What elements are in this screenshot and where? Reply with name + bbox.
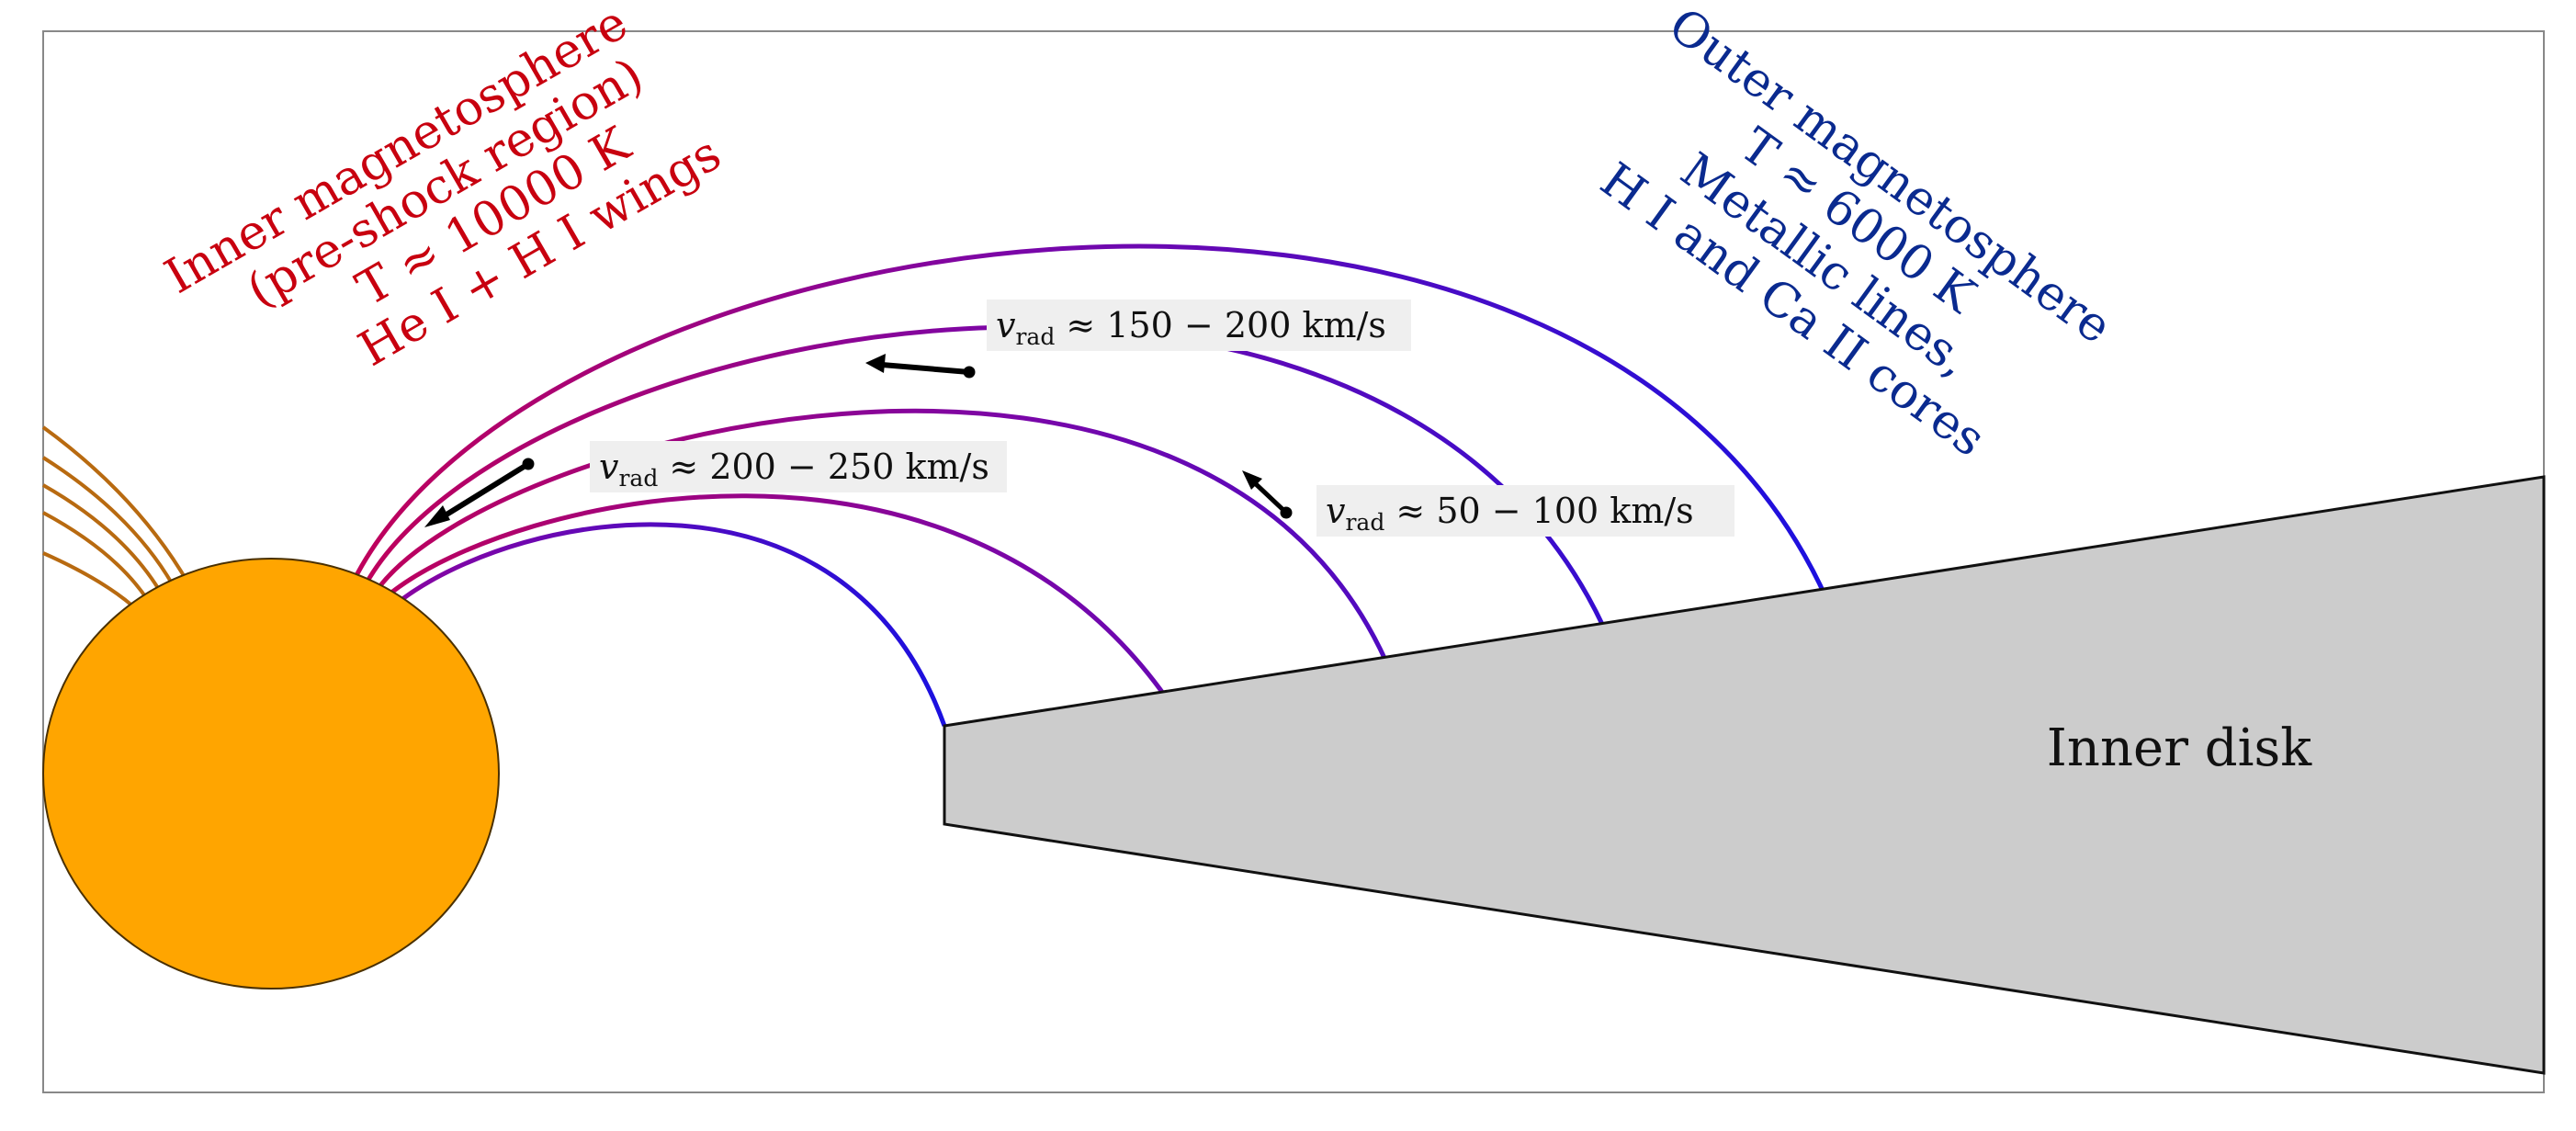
open-field-lines bbox=[41, 425, 190, 608]
field-lines bbox=[351, 243, 1832, 727]
outer-magnetosphere-label: Outer magnetosphere T ≈ 6000 K Metallic … bbox=[1590, 0, 2121, 468]
velocity-arrow-top bbox=[865, 354, 976, 379]
svg-text:vrad ≈ 200 − 250 km/s: vrad ≈ 200 − 250 km/s bbox=[599, 447, 989, 492]
velocity-label-right: vrad ≈ 50 − 100 km/s bbox=[1316, 485, 1734, 537]
svg-text:vrad ≈ 50 − 100 km/s: vrad ≈ 50 − 100 km/s bbox=[1326, 491, 1694, 536]
inner-disk bbox=[943, 475, 2546, 1075]
field-line-2 bbox=[390, 493, 1171, 703]
field-line-4 bbox=[363, 324, 1612, 641]
field-line-1 bbox=[401, 522, 947, 727]
field-line-5 bbox=[351, 243, 1832, 606]
velocity-label-top: vrad ≈ 150 − 200 km/s bbox=[987, 300, 1411, 351]
velocity-label-inner: vrad ≈ 200 − 250 km/s bbox=[590, 441, 1007, 492]
velocity-arrows bbox=[424, 354, 1293, 527]
svg-text:vrad ≈ 150 − 200 km/s: vrad ≈ 150 − 200 km/s bbox=[996, 305, 1386, 350]
star bbox=[42, 558, 500, 990]
inner-magnetosphere-label: Inner magnetosphere (pre-shock region) T… bbox=[156, 0, 730, 378]
inner-disk-label: Inner disk bbox=[2047, 718, 2312, 778]
velocity-arrow-right bbox=[1242, 470, 1293, 519]
velocity-arrow-inner bbox=[424, 458, 535, 527]
field-line-3 bbox=[377, 408, 1394, 673]
